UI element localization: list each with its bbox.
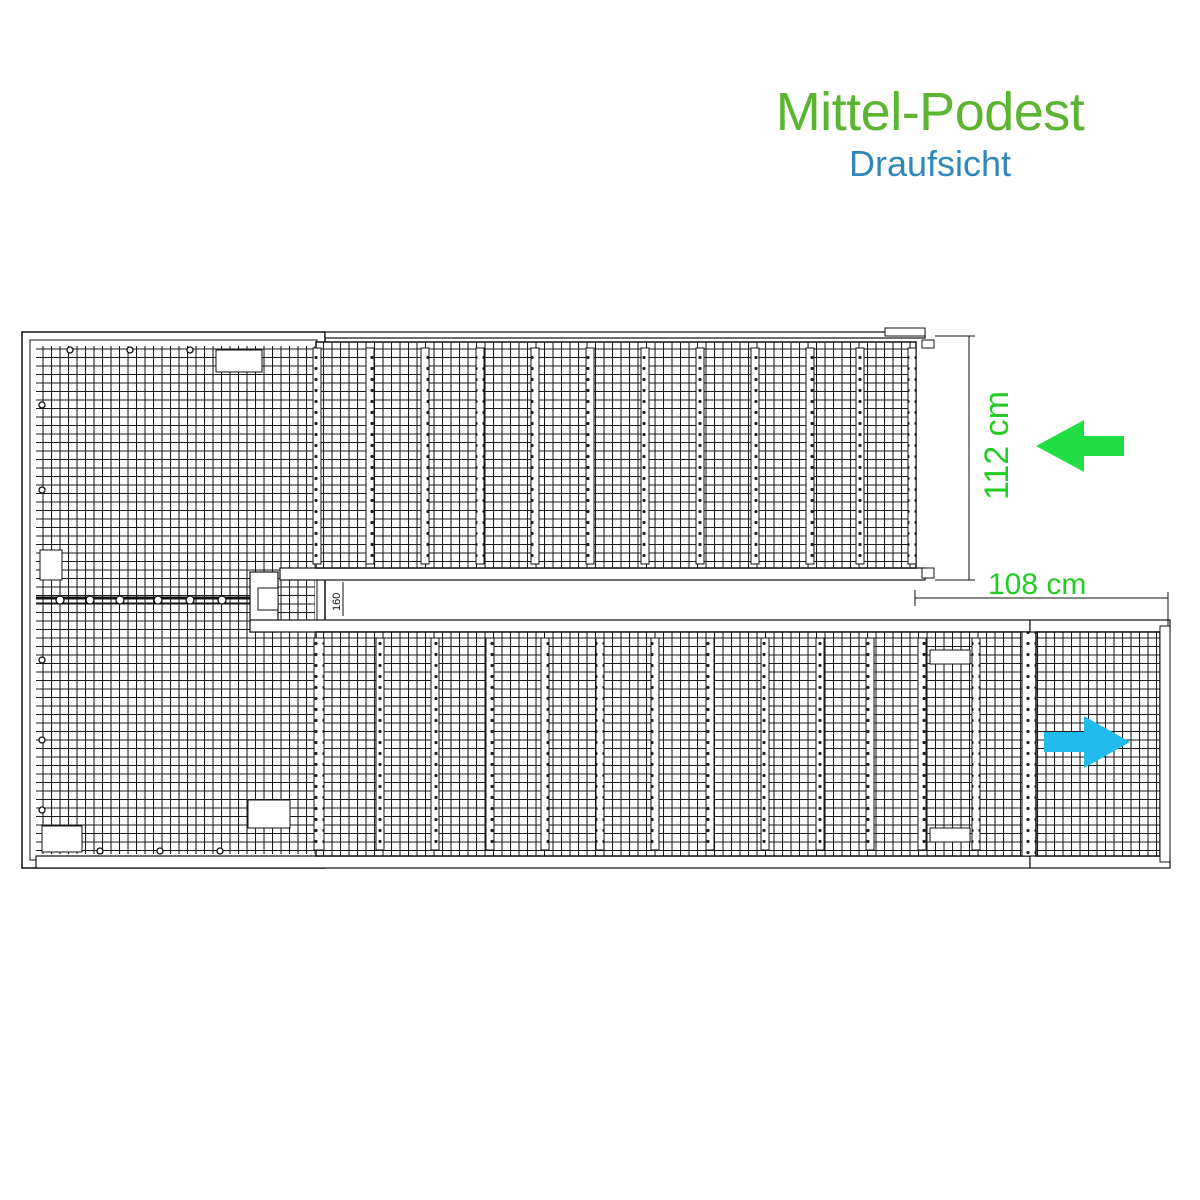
lower-stair-flight bbox=[35, 619, 1037, 869]
gap-dimension-label: 160 bbox=[331, 593, 343, 611]
arrow-right-icon bbox=[1044, 716, 1130, 768]
drawing-subtitle: Draufsicht bbox=[848, 143, 1012, 184]
height-dimension-label: 112 cm bbox=[978, 391, 1016, 500]
width-dimension-label: 108 cm bbox=[988, 568, 1086, 601]
landing-platform bbox=[21, 331, 326, 869]
drawing-title: Mittel-Podest bbox=[775, 82, 1085, 142]
height-dimension bbox=[935, 335, 975, 581]
arrow-left-icon bbox=[1036, 420, 1124, 472]
upper-stair-flight bbox=[279, 327, 935, 581]
width-dimension bbox=[914, 590, 1169, 626]
